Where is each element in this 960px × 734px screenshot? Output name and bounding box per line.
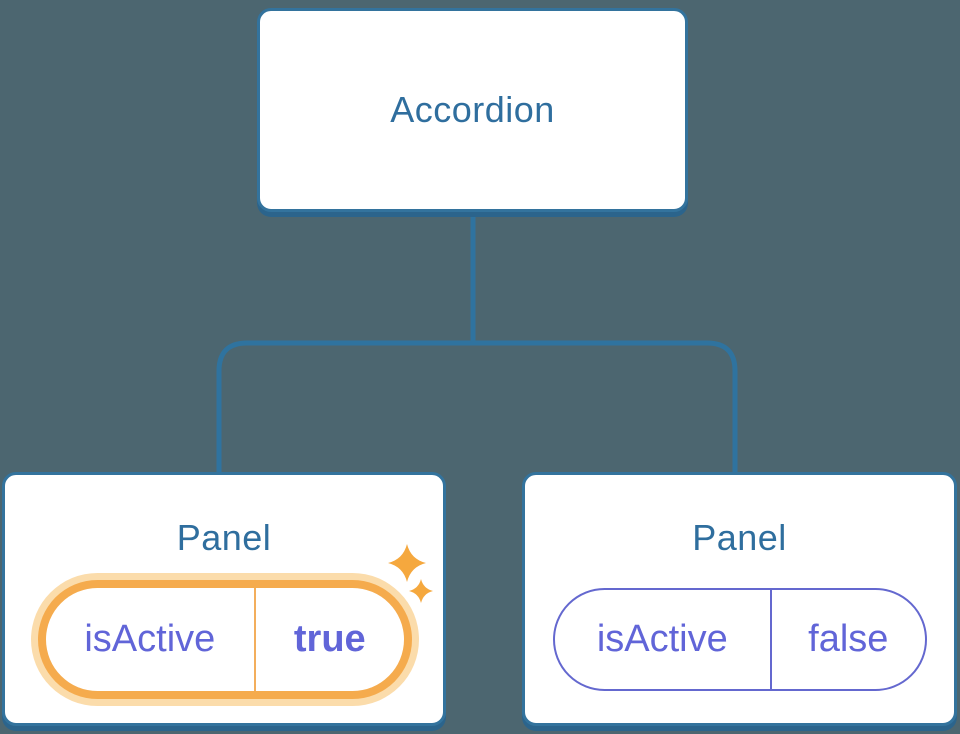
panel-node-active: Panel isActive true bbox=[2, 472, 446, 726]
prop-pill-inactive: isActive false bbox=[553, 588, 927, 691]
connector-branches bbox=[216, 340, 738, 472]
prop-pill-active: isActive true bbox=[46, 588, 404, 691]
prop-value: false bbox=[769, 590, 925, 689]
prop-name: isActive bbox=[596, 618, 728, 660]
accordion-node-label: Accordion bbox=[390, 89, 555, 130]
panel-node-label: Panel bbox=[176, 517, 272, 558]
prop-name: isActive bbox=[84, 618, 216, 660]
accordion-node: Accordion bbox=[257, 8, 688, 212]
panel-node-label: Panel bbox=[692, 517, 787, 558]
panel-node-inactive: Panel isActive false bbox=[522, 472, 957, 726]
prop-value: true bbox=[253, 588, 404, 691]
